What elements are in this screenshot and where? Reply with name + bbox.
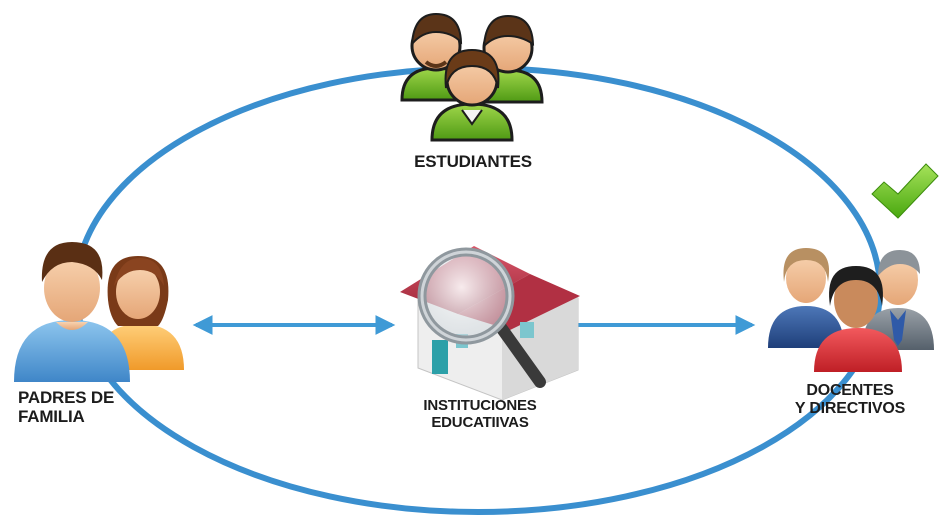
checkmark-icon: [871, 163, 939, 219]
label-docentes-directivos: DOCENTES Y DIRECTIVOS: [770, 382, 930, 418]
students-group-icon: [400, 12, 544, 142]
teachers-group-icon: [768, 248, 934, 372]
house-magnifier-icon: [400, 246, 580, 401]
label-inst-line1: INSTITUCIONES: [423, 397, 537, 414]
label-estudiantes: ESTUDIANTES: [388, 152, 558, 171]
label-inst-line2: EDUCATIIVAS: [431, 413, 529, 431]
label-instituciones-educativas: INSTITUCIONES EDUCATIIVAS: [395, 397, 565, 432]
parents-icon: [14, 242, 184, 382]
label-estudiantes-text: ESTUDIANTES: [414, 152, 532, 171]
label-doc-line2: Y DIRECTIVOS: [794, 399, 906, 417]
label-padres-de-familia: PADRES DE FAMILIA: [18, 388, 168, 426]
label-padres-line2: FAMILIA: [18, 407, 85, 427]
label-padres-line1: PADRES DE: [18, 388, 115, 407]
label-doc-line1: DOCENTES: [806, 382, 894, 399]
